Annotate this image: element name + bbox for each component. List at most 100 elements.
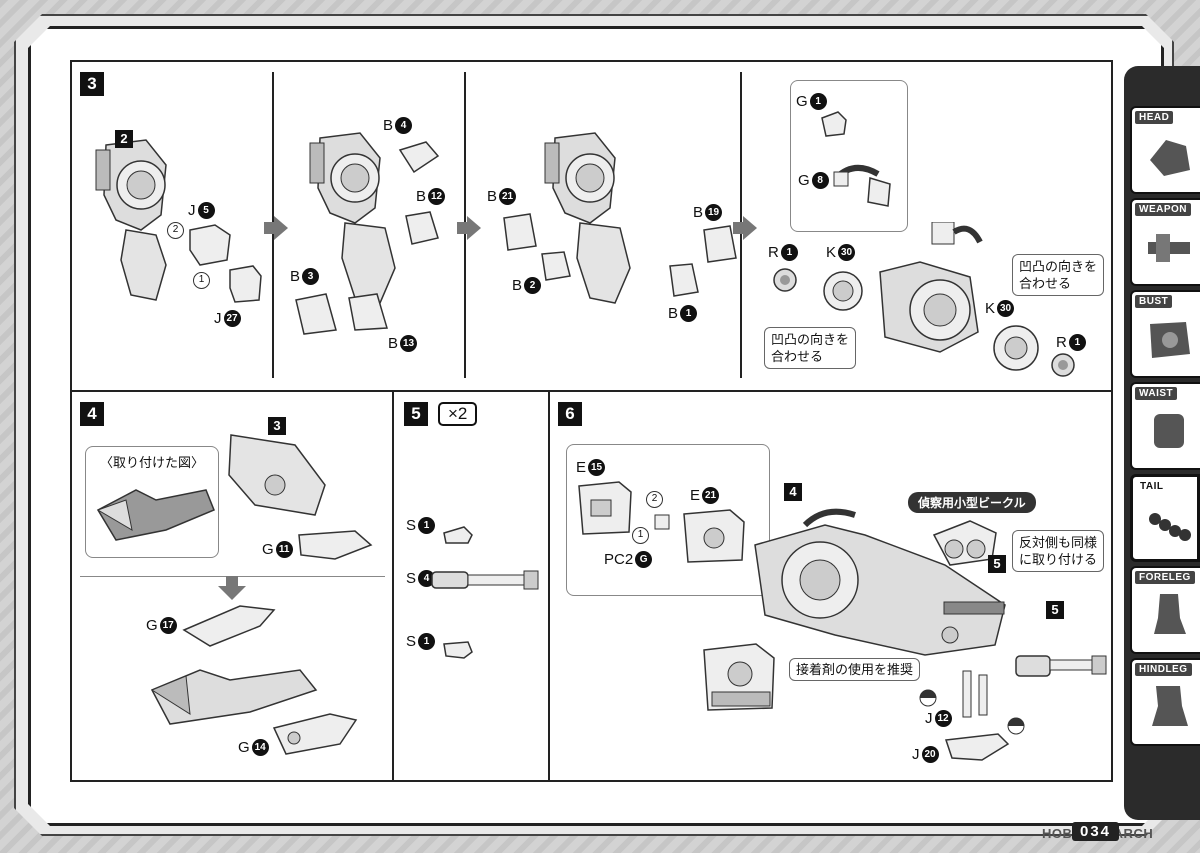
weapon-icon bbox=[1146, 222, 1192, 277]
step-6-number: 6 bbox=[558, 402, 582, 426]
part-b12-drawing bbox=[402, 208, 442, 253]
assembly-2-badge: 2 bbox=[115, 130, 133, 148]
tab-bust-label: BUST bbox=[1135, 295, 1173, 308]
part-s1-top-drawing bbox=[440, 523, 476, 552]
part-r1-right-drawing bbox=[1048, 350, 1078, 385]
part-r1-left-drawing bbox=[770, 265, 800, 300]
vehicle-tag: 偵察用小型ビークル bbox=[908, 492, 1036, 513]
hindleg-icon bbox=[1146, 682, 1192, 737]
tab-head-label: HEAD bbox=[1135, 111, 1174, 124]
page-number: 034 bbox=[1072, 822, 1120, 841]
order-marker-2: 2 bbox=[167, 222, 184, 239]
assembly-5a-drawing bbox=[940, 590, 1010, 635]
part-g1-drawing bbox=[818, 108, 850, 145]
part-s1-bottom-drawing bbox=[440, 638, 476, 667]
part-s4-drawing bbox=[428, 562, 548, 601]
foreleg-icon bbox=[1146, 590, 1192, 645]
note-glue: 接着剤の使用を推奨 bbox=[789, 658, 921, 681]
step4-divider bbox=[392, 390, 394, 782]
tab-waist[interactable]: WAIST bbox=[1130, 382, 1200, 470]
part-b13-drawing bbox=[345, 290, 391, 339]
part-j5-drawing bbox=[185, 220, 235, 275]
assembly-2-drawing bbox=[86, 135, 206, 320]
part-g14-drawing bbox=[270, 708, 360, 763]
part-pc2g-drawing bbox=[652, 512, 672, 537]
part-j20-drawing bbox=[942, 730, 1012, 771]
part-g11-drawing bbox=[295, 525, 375, 570]
step6-order-2: 2 bbox=[646, 491, 663, 508]
bust-icon bbox=[1146, 314, 1192, 369]
tab-hindleg-label: HINDLEG bbox=[1135, 663, 1192, 676]
note-other-side: 反対側も同様 に取り付ける bbox=[1012, 530, 1105, 572]
step6-main-drawing bbox=[745, 505, 1015, 680]
assembly-5b-drawing bbox=[1012, 640, 1112, 695]
step4-inset-title: 〈取り付けた図〉 bbox=[100, 455, 205, 470]
tab-bust[interactable]: BUST bbox=[1130, 290, 1200, 378]
part-b3-drawing bbox=[292, 290, 340, 343]
tab-foreleg[interactable]: FORELEG bbox=[1130, 566, 1200, 654]
tab-hindleg[interactable]: HINDLEG bbox=[1130, 658, 1200, 746]
assembly-5a-badge: 5 bbox=[988, 555, 1006, 573]
row-divider bbox=[70, 390, 1113, 392]
assembly-4-badge: 4 bbox=[784, 483, 802, 501]
part-e15-drawing bbox=[575, 478, 635, 543]
assembly-5b-badge: 5 bbox=[1046, 601, 1064, 619]
assembly-3-badge: 3 bbox=[268, 417, 286, 435]
tab-foreleg-label: FORELEG bbox=[1135, 571, 1195, 584]
tab-head[interactable]: HEAD bbox=[1130, 106, 1200, 194]
order-marker-1: 1 bbox=[193, 272, 210, 289]
step5-divider bbox=[548, 390, 550, 782]
tab-weapon[interactable]: WEAPON bbox=[1130, 198, 1200, 286]
glue-marker-right bbox=[1006, 716, 1026, 741]
head-icon bbox=[1146, 130, 1192, 185]
tail-icon bbox=[1147, 499, 1197, 554]
part-b21-drawing bbox=[500, 210, 540, 259]
step4-bottom-drawing bbox=[150, 650, 320, 735]
tab-tail[interactable]: TAIL bbox=[1130, 474, 1200, 562]
part-k30-left-drawing bbox=[820, 268, 866, 319]
part-g17-drawing bbox=[180, 600, 280, 655]
part-k30-right-drawing bbox=[990, 322, 1042, 379]
step-4-number: 4 bbox=[80, 402, 104, 426]
waist-icon bbox=[1146, 406, 1192, 461]
step5-multiplier: ×2 bbox=[438, 402, 478, 426]
step-3-number: 3 bbox=[80, 72, 104, 96]
note-align-right: 凹凸の向きを 合わせる bbox=[1012, 254, 1105, 296]
step-5-number: 5 bbox=[404, 402, 428, 426]
glue-marker-left bbox=[918, 688, 938, 713]
step6-subassembly-drawing bbox=[700, 640, 778, 719]
step4-top-drawing bbox=[225, 425, 335, 530]
step4-inset-drawing bbox=[96, 470, 216, 555]
part-j12-drawing bbox=[955, 665, 995, 730]
part-g8-drawing bbox=[830, 150, 900, 225]
part-e21-drawing bbox=[680, 506, 750, 571]
step3-sub3-drawing bbox=[535, 128, 655, 323]
part-b19-drawing bbox=[700, 222, 740, 271]
part-b4-drawing bbox=[396, 138, 442, 183]
tab-weapon-label: WEAPON bbox=[1135, 203, 1191, 216]
step6-order-1: 1 bbox=[632, 527, 649, 544]
part-b1-drawing bbox=[666, 260, 702, 305]
